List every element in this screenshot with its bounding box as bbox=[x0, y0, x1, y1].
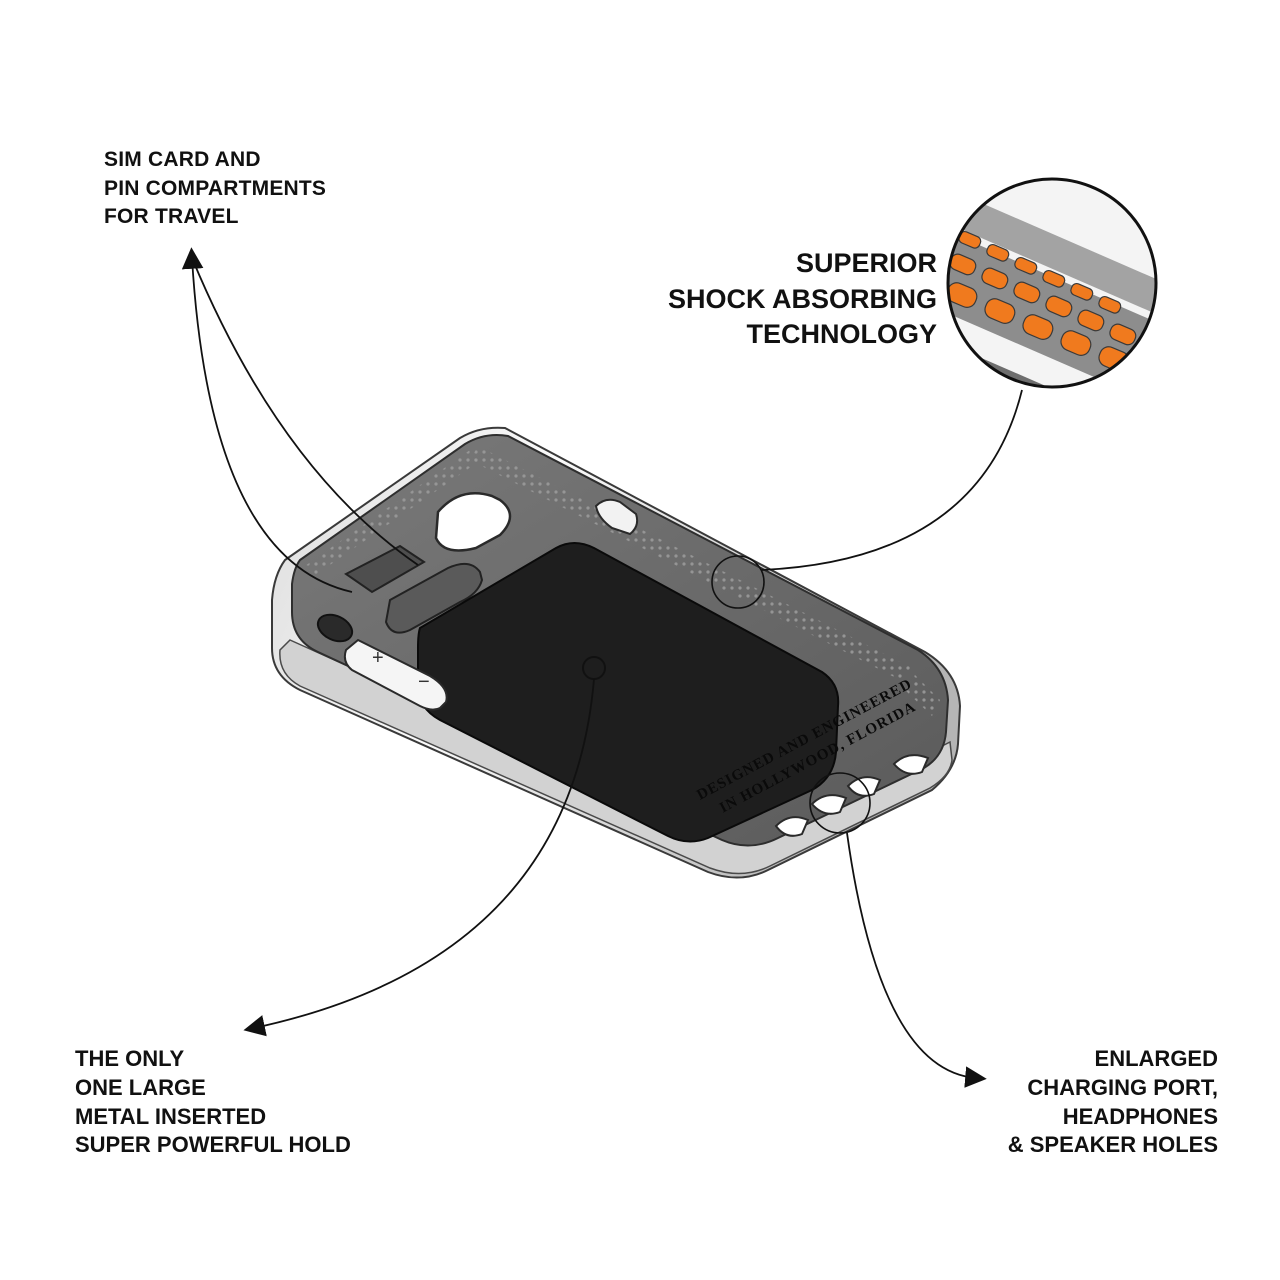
callout-sim-line-1: SIM CARD AND bbox=[104, 148, 261, 171]
callout-sim-line-2: PIN COMPARTMENTS bbox=[104, 176, 327, 200]
callout-port-line-2: CHARGING PORT, bbox=[1027, 1074, 1218, 1100]
sim-leader-1 bbox=[181, 247, 353, 593]
shock-zoom-detail bbox=[946, 177, 1158, 389]
orange-cell-rows bbox=[948, 230, 1137, 372]
headphone-jack bbox=[316, 613, 354, 643]
callout-metal-line-1: THE ONLY bbox=[75, 1046, 185, 1071]
callout-sim-line-3: FOR TRAVEL bbox=[104, 205, 239, 228]
callout-charging-port: ENLARGED CHARGING PORT, HEADPHONES & SPE… bbox=[1008, 1045, 1218, 1160]
shock-leader bbox=[761, 389, 1023, 571]
callout-metal-insert: THE ONLY ONE LARGE METAL INSERTED SUPER … bbox=[75, 1045, 351, 1160]
shock-dot-rail-top bbox=[470, 446, 912, 680]
shock-dot-rail-right bbox=[905, 675, 940, 716]
callout-metal-line-4: SUPER POWERFUL HOLD bbox=[75, 1132, 351, 1158]
callout-sim-compartments: SIM CARD AND PIN COMPARTMENTS FOR TRAVEL bbox=[104, 146, 326, 232]
port-detail-marker bbox=[809, 772, 871, 834]
volume-rocker bbox=[343, 638, 448, 711]
volume-plus-label: + bbox=[372, 647, 384, 669]
callout-port-line-4: & SPEAKER HOLES bbox=[1007, 1132, 1218, 1158]
leader-lines bbox=[181, 247, 1023, 1088]
camera-cutout bbox=[434, 492, 512, 552]
sim-leader-2 bbox=[191, 257, 419, 566]
sim-compartment bbox=[344, 544, 426, 594]
callout-shock-line-1: SUPERIOR bbox=[795, 248, 937, 278]
volume-minus-label: − bbox=[418, 671, 430, 693]
phone-case: DESIGNED AND ENGINEERED IN HOLLYWOOD, FL… bbox=[271, 426, 962, 879]
port-leader bbox=[846, 832, 987, 1088]
pin-compartment bbox=[384, 562, 484, 634]
metal-leader bbox=[243, 678, 595, 1037]
callout-shock-line-3: TECHNOLOGY bbox=[746, 319, 937, 349]
callout-metal-line-3: METAL INSERTED bbox=[75, 1103, 267, 1129]
power-button-cutout bbox=[594, 498, 639, 536]
callout-shock-absorbing: SUPERIOR SHOCK ABSORBING TECHNOLOGY bbox=[668, 246, 937, 353]
shock-dot-rail-left bbox=[305, 450, 478, 576]
callout-port-line-3: HEADPHONES bbox=[1062, 1103, 1218, 1129]
callout-metal-line-2: ONE LARGE bbox=[75, 1074, 206, 1100]
port-holes bbox=[774, 754, 930, 837]
shock-zoom-circle bbox=[946, 177, 1158, 389]
shock-detail-marker bbox=[711, 555, 765, 609]
speaker-hole-2 bbox=[846, 776, 882, 797]
charging-port-hole bbox=[810, 794, 848, 815]
headphone-hole bbox=[892, 754, 930, 775]
callout-shock-line-2: SHOCK ABSORBING bbox=[667, 283, 937, 314]
speaker-hole-1 bbox=[774, 816, 810, 837]
callout-port-line-1: ENLARGED bbox=[1094, 1046, 1218, 1071]
